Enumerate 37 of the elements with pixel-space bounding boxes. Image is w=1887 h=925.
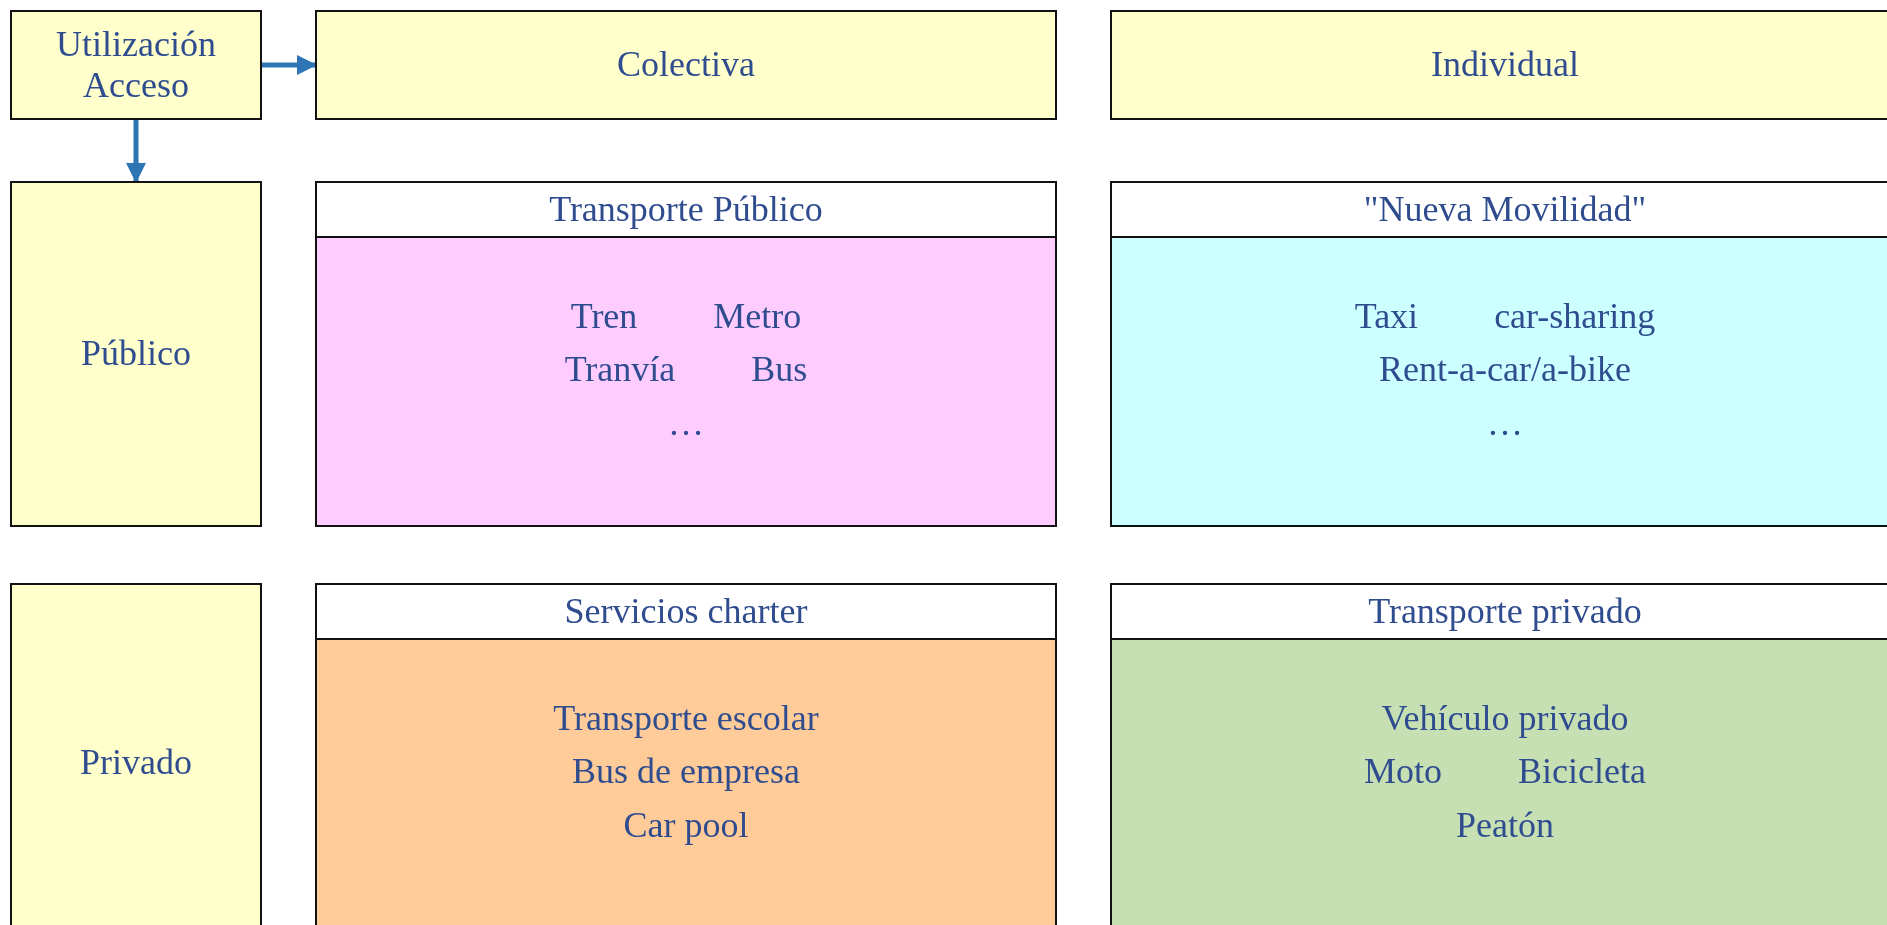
heading-box <box>10 583 262 925</box>
mode-label: Metro <box>713 296 802 338</box>
mode-label: Bus <box>751 349 808 391</box>
mode-label: Moto <box>1364 751 1443 793</box>
mode-label: Peatón <box>1456 804 1554 847</box>
mode-label: car-sharing <box>1494 296 1656 338</box>
arrow <box>262 55 317 75</box>
axis-label: Acceso <box>83 65 189 107</box>
heading-box <box>1110 10 1887 120</box>
axis-label: Utilización <box>56 23 216 65</box>
category-panel <box>1110 181 1887 527</box>
mode-label: Bus de empresa <box>572 751 800 793</box>
mode-label: Transporte escolar <box>553 698 819 740</box>
mode-label: Rent-a-car/a-bike <box>1379 349 1631 391</box>
category-panel <box>1110 583 1887 925</box>
panel-title: "Nueva Movilidad" <box>1363 188 1647 231</box>
mode-label: … <box>668 402 704 445</box>
heading-box <box>315 10 1057 120</box>
mode-label: Tren <box>570 296 638 338</box>
column-heading: Colectiva <box>617 44 755 86</box>
category-panel <box>315 181 1057 527</box>
label-box <box>10 10 262 120</box>
mode-label: Car pool <box>623 804 749 847</box>
arrow <box>126 120 146 183</box>
row-heading: Privado <box>80 742 192 784</box>
mode-label: … <box>1487 402 1523 445</box>
panel-title: Transporte privado <box>1368 590 1642 633</box>
heading-box <box>10 181 262 527</box>
mode-label: Bicicleta <box>1518 751 1646 793</box>
panel-title: Transporte Público <box>549 188 823 231</box>
column-heading: Individual <box>1431 44 1579 86</box>
mode-label: Taxi <box>1354 296 1419 338</box>
mode-label: Tranvía <box>564 349 676 391</box>
panel-title: Servicios charter <box>564 590 808 633</box>
mode-label: Vehículo privado <box>1381 698 1629 740</box>
category-panel <box>315 583 1057 925</box>
row-heading: Público <box>81 333 191 375</box>
